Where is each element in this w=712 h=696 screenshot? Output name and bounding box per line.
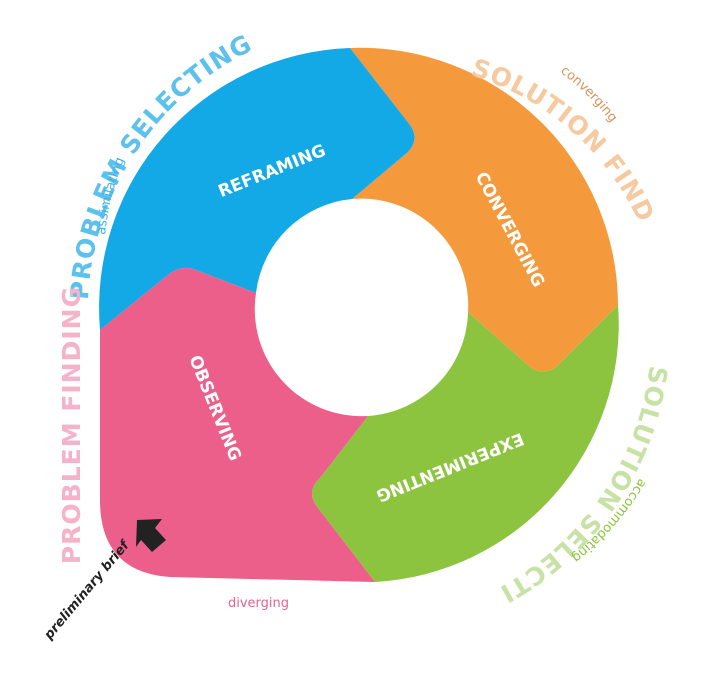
mode-diverging: diverging <box>228 596 289 611</box>
segment-observing <box>100 267 375 582</box>
arrow-icon <box>136 519 166 552</box>
preliminary-brief-label: preliminary brief <box>41 537 134 644</box>
phase-problem-finding: PROBLEM FINDING <box>57 286 86 564</box>
center-hole <box>257 201 467 411</box>
segment-converging <box>350 47 618 372</box>
segment-experimenting <box>311 305 619 582</box>
segment-reframing <box>99 48 415 330</box>
